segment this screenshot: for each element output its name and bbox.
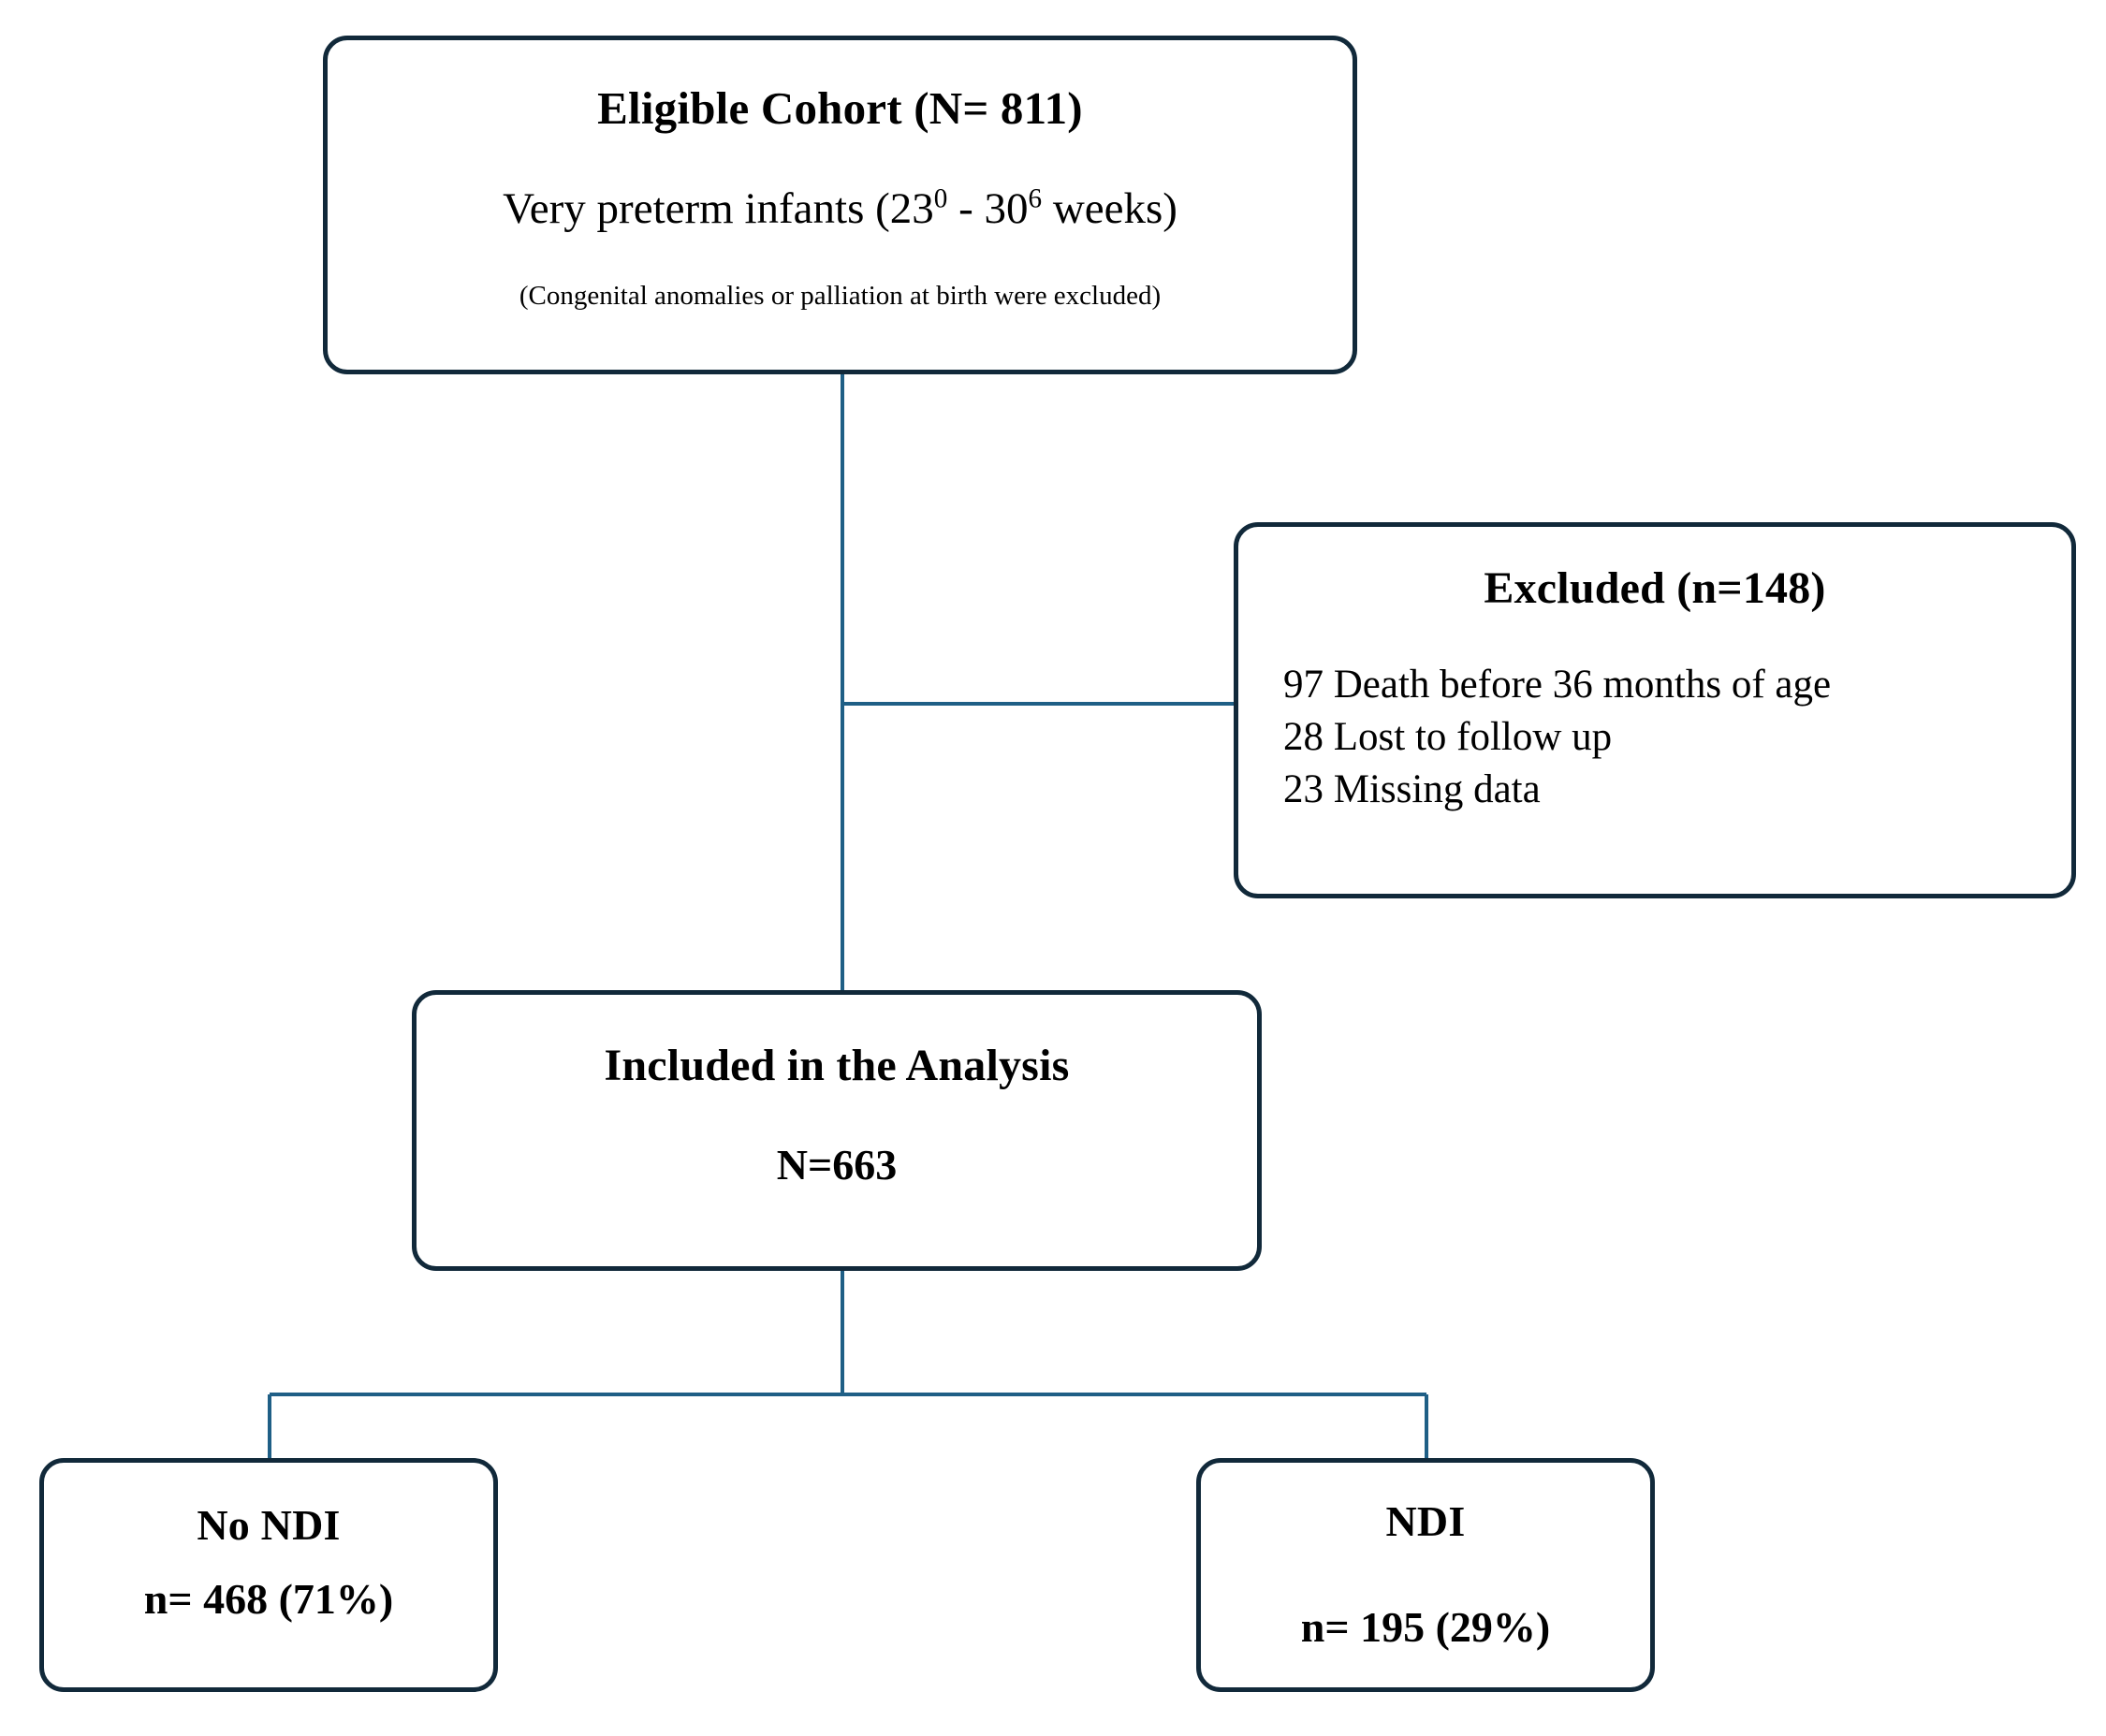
gestational-age-sup-low: 0 — [933, 183, 948, 214]
node-no-ndi: No NDI n= 468 (71%) — [39, 1458, 498, 1692]
included-count: N=663 — [776, 1141, 898, 1189]
excluded-reason-item: 28 Lost to follow up — [1283, 714, 1613, 759]
excluded-reason-list: 97 Death before 36 months of age 28 Lost… — [1238, 659, 2071, 816]
excluded-reason-item: 23 Missing data — [1283, 766, 1541, 811]
ndi-count: n= 195 (29%) — [1300, 1603, 1551, 1651]
excluded-title: Excluded (n=148) — [1484, 563, 1826, 613]
eligible-subtitle-prefix: Very preterm infants (23 — [503, 184, 934, 233]
gestational-age-sup-high: 6 — [1028, 183, 1043, 214]
no-ndi-title: No NDI — [197, 1501, 341, 1549]
excluded-reason-item: 97 Death before 36 months of age — [1283, 663, 1832, 707]
node-excluded: Excluded (n=148) 97 Death before 36 mont… — [1234, 522, 2076, 898]
included-title: Included in the Analysis — [604, 1041, 1070, 1090]
eligible-cohort-subtitle: Very preterm infants (230 - 306 weeks) — [352, 183, 1328, 234]
eligible-subtitle-middle: - 30 — [947, 184, 1029, 233]
node-eligible-cohort: Eligible Cohort (N= 811) Very preterm in… — [323, 36, 1357, 374]
node-ndi: NDI n= 195 (29%) — [1196, 1458, 1655, 1692]
eligible-cohort-note: (Congenital anomalies or palliation at b… — [519, 281, 1162, 311]
eligible-subtitle-suffix: weeks) — [1042, 184, 1177, 233]
eligible-cohort-title: Eligible Cohort (N= 811) — [597, 82, 1083, 134]
ndi-title: NDI — [1385, 1497, 1466, 1545]
no-ndi-count: n= 468 (71%) — [143, 1575, 394, 1623]
node-included-in-analysis: Included in the Analysis N=663 — [412, 990, 1262, 1271]
